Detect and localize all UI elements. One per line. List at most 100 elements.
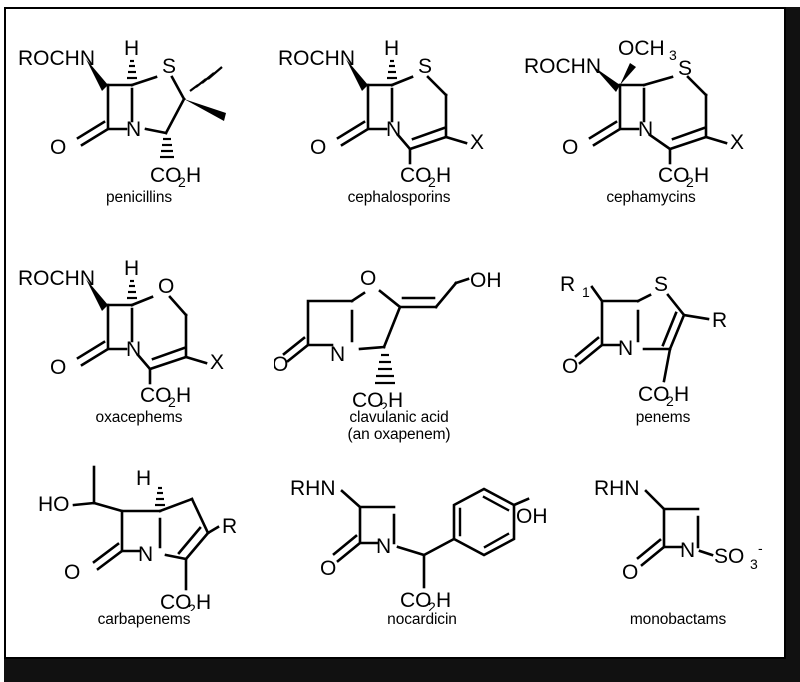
bond-c3-c4-double xyxy=(668,126,708,151)
bond-hash-carboxyl xyxy=(375,353,395,385)
caption-nocardicin: nocardicin xyxy=(387,611,457,628)
bond-oxygen-c3 xyxy=(378,289,402,309)
caption-carbapenems: carbapenems xyxy=(97,611,191,628)
bond-c3-c4-double xyxy=(148,346,188,371)
atom-label-h: H xyxy=(124,257,139,280)
caption-monobactams: monobactams xyxy=(629,611,727,628)
beta-lactam-ring xyxy=(358,505,396,545)
atom-label-x: X xyxy=(730,131,744,154)
atom-label-co2h-h: H xyxy=(388,389,403,409)
bond-c6-s xyxy=(390,75,414,87)
bond-c3-x xyxy=(184,355,208,365)
bond-c3-carboxyl xyxy=(662,347,672,383)
bond-c5-ch2 xyxy=(158,497,194,513)
atom-label-n: N xyxy=(138,543,153,566)
atom-label-s: S xyxy=(162,55,176,78)
bond-c2-r xyxy=(682,313,710,321)
atom-label-rochn: ROCHN xyxy=(18,267,95,290)
bond-s-c2 xyxy=(170,75,186,101)
bond-c4-n xyxy=(396,133,412,151)
atom-label-co2-subscript: 2 xyxy=(188,601,196,611)
bond-exocyclic-alkene-double xyxy=(398,296,438,309)
structure-cell-penems: R 1 S N O R CO 2 H xyxy=(546,249,780,426)
bond-c6-s xyxy=(642,75,674,87)
bond-hash-h xyxy=(387,59,397,80)
bond-aryl-oh xyxy=(512,497,530,507)
atom-label-o: O xyxy=(50,136,66,159)
bond-wedge-rochn xyxy=(86,279,108,311)
caption-clavulanic-acid: clavulanic acid(an oxapenem) xyxy=(274,409,524,444)
atom-label-charge: - xyxy=(758,540,763,556)
structure-cell-cephalosporins: ROCHN H S N O X CO 2 H xyxy=(274,29,524,206)
cephamycins-structure: ROCHN OCH 3 S N O X CO 2 H xyxy=(524,37,744,189)
bond-hash-methyl xyxy=(189,66,223,92)
atom-label-so3: SO xyxy=(714,545,744,568)
bond-carbonyl-double xyxy=(282,336,310,363)
atom-label-x: X xyxy=(210,351,224,374)
atom-label-o: O xyxy=(320,557,336,580)
nocardicin-structure: RHN N O OH CO 2 H xyxy=(290,477,548,611)
bond-carbonyl-double xyxy=(76,340,110,367)
atom-label-n: N xyxy=(680,539,695,562)
bond-vinyl-ch2 xyxy=(434,281,458,309)
bond-c4-n xyxy=(648,133,672,151)
cephalosporins-structure: ROCHN H S N O X CO 2 H xyxy=(278,37,484,189)
bond-c4-n xyxy=(136,353,152,371)
bond-hash-h xyxy=(127,279,137,300)
beta-lactam-ring xyxy=(662,507,700,549)
caption-line-2: (an oxapenem) xyxy=(347,426,451,444)
atom-label-r1: R xyxy=(560,273,575,296)
bond-carbonyl-double xyxy=(332,534,362,563)
bond-n-sulfonate xyxy=(698,549,714,557)
atom-label-co2-subscript: 2 xyxy=(428,599,436,611)
structure-cell-nocardicin: RHN N O OH CO 2 H xyxy=(284,461,560,628)
benzene-inner-double-bonds xyxy=(458,495,510,549)
beta-lactam-ring xyxy=(120,509,162,553)
bond-wedge-rochn xyxy=(346,59,368,91)
bond-hydroxy xyxy=(72,501,96,507)
atom-label-co: CO xyxy=(140,384,172,407)
bond-rhn xyxy=(340,489,362,509)
atom-label-co2-subscript: 2 xyxy=(178,174,186,189)
bond-s-c2 xyxy=(666,293,686,317)
bond-carbonyl-double xyxy=(92,542,124,571)
atom-label-o: O xyxy=(50,356,66,379)
structure-cell-carbapenems: HO H N O R CO 2 H xyxy=(16,461,272,628)
bond-c3-c4-double xyxy=(408,126,448,151)
atom-label-o: O xyxy=(64,561,80,584)
bond-c3-x xyxy=(704,135,728,145)
atom-label-och3: OCH xyxy=(618,37,665,60)
structure-cell-penicillins: ROCHN H S N O CO 2 H xyxy=(14,29,264,206)
bond-hash-carboxyl xyxy=(160,137,174,159)
bond-ch2-oh xyxy=(454,277,470,285)
atom-label-co2h-h: H xyxy=(436,589,451,611)
clavulanic-acid-structure: O N O OH CO 2 H xyxy=(274,267,502,409)
monobactams-structure: RHN N O SO 3 - xyxy=(594,477,763,584)
bond-n-ch xyxy=(396,545,426,557)
atom-label-rochn: ROCHN xyxy=(524,55,601,78)
atom-label-oh: OH xyxy=(470,269,502,292)
atom-label-rochn: ROCHN xyxy=(18,47,95,70)
atom-label-co2-subscript: 2 xyxy=(666,393,674,409)
oxacephems-structure: ROCHN H O N O X CO 2 H xyxy=(18,257,224,409)
atom-label-rhn: RHN xyxy=(594,477,640,500)
atom-label-o-ring: O xyxy=(158,275,174,298)
caption-penicillins: penicillins xyxy=(105,189,173,206)
caption-cephamycins: cephamycins xyxy=(606,189,696,206)
atom-label-co2h-h: H xyxy=(176,384,191,407)
bond-c3-c2 xyxy=(382,305,402,349)
bond-c2-n xyxy=(164,553,188,561)
atom-label-o: O xyxy=(622,561,638,584)
bond-carbonyl-double xyxy=(636,538,666,567)
beta-lactam-ring xyxy=(106,303,134,351)
atom-label-co: CO xyxy=(352,389,384,409)
atom-label-co2-subscript: 2 xyxy=(686,174,694,189)
atom-label-o: O xyxy=(562,355,578,378)
bond-s-ch2 xyxy=(686,75,708,97)
bond-c5-s xyxy=(636,293,652,303)
atom-label-h: H xyxy=(136,467,151,490)
bond-carbonyl-double xyxy=(574,336,604,365)
bond-c2-c3-double xyxy=(661,311,686,351)
penems-structure: R 1 S N O R CO 2 H xyxy=(560,273,727,409)
atom-label-co2h-h: H xyxy=(694,164,709,187)
